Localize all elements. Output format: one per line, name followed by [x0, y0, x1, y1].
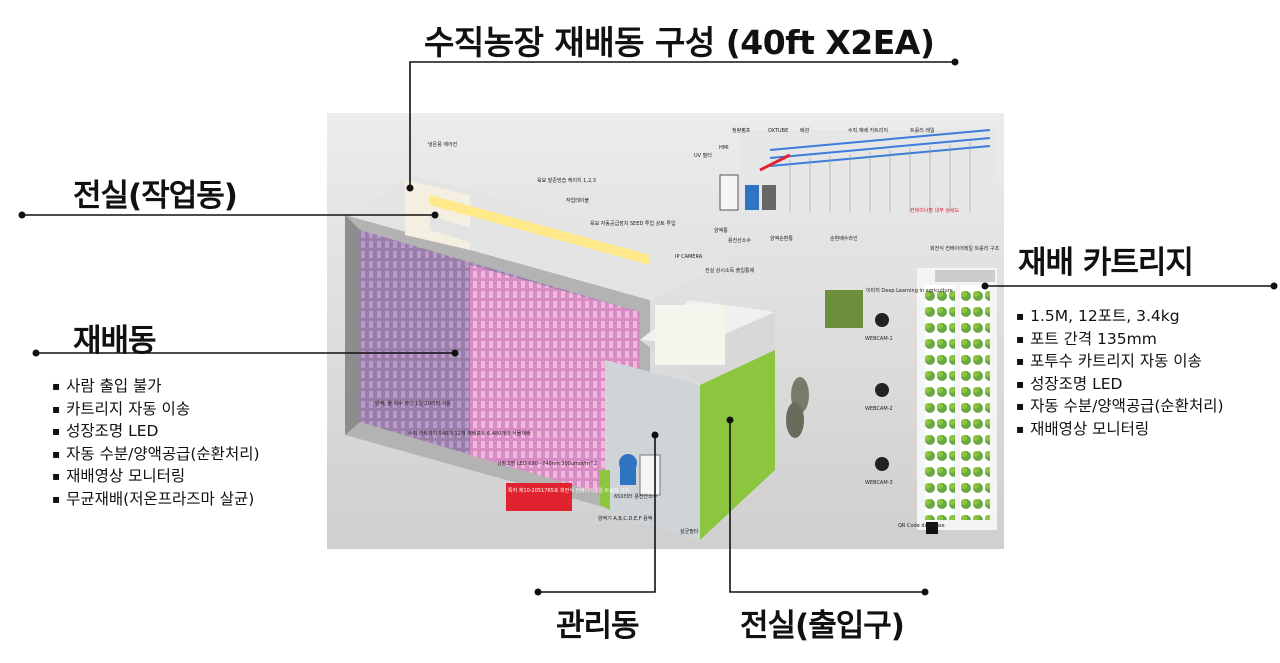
label-uv: UV 필터: [694, 152, 712, 159]
label-nutrient-circ: 양액순환통: [770, 235, 793, 242]
label-webcam1: WEBCAM-1: [865, 336, 893, 342]
label-qr: QR Code database: [898, 523, 945, 529]
label-water: 650리터 용전산소수: [614, 493, 658, 500]
list-item: 성장조명 LED: [52, 421, 260, 444]
label-nutrient-bottle: 양액통: [714, 227, 728, 234]
label-nutrient-tank: 양액기 A,B,C,D,E,F 용액: [598, 515, 653, 522]
webcam-1-icon: [875, 313, 889, 327]
label-disinfection: 전실 상시소독 출입통제: [705, 267, 755, 274]
label-seed-supply: 육묘 자동공급장치 SEED 투입 상토 투입: [590, 220, 676, 227]
label-webcam2: WEBCAM-2: [865, 406, 893, 412]
label-vertical-cartridge: 수직 재배 카트리지: [848, 127, 888, 134]
list-item: 포투수 카트리지 자동 이송: [1016, 351, 1224, 374]
label-worktable: 작업테이블: [566, 197, 589, 204]
label-webcam3: WEBCAM-3: [865, 480, 893, 486]
list-item: 사람 출입 불가: [52, 376, 260, 399]
cartridge-column: [917, 268, 997, 530]
list-item: 포트 간격 135mm: [1016, 329, 1224, 352]
label-cartridge: 재배 카트리지: [1018, 245, 1194, 281]
callout-lines: [22, 61, 1274, 593]
ai-leaf-image: [825, 290, 863, 328]
equipment-schematic: [719, 129, 995, 220]
label-rotating-conveyor: 회전식 컨베이어레일 트롤리 구조: [930, 245, 1000, 252]
list-item: 카트리지 자동 이송: [52, 399, 260, 422]
webcam-3-icon: [875, 457, 889, 471]
label-sterilizer: 살균필터: [680, 528, 698, 535]
list-item: 무균재배(저온프라즈마 살균): [52, 489, 260, 512]
list-item: 자동 수분/양액공급(순환처리): [1016, 396, 1223, 419]
list-item: 재배영상 모니터링: [1016, 419, 1224, 442]
webcam-2-icon: [875, 383, 889, 397]
label-oxygen-water: 용전산소수: [728, 237, 751, 244]
label-aircon: 냉온풍 에어컨: [428, 141, 458, 148]
label-container-detail: 컨테이너팜 내부 상세도: [910, 207, 960, 214]
label-oxtube: OXTUBE: [768, 128, 788, 134]
label-cartridge-count: 수직 카트리지 540개 12개 재배포트 6,480개의 식물재배: [408, 430, 531, 437]
callout-dots: [18, 58, 1278, 596]
label-hmi: HMI: [719, 145, 729, 151]
cartridge-feature-list: 1.5M, 12포트, 3.4kg 포트 간격 135mm 포투수 카트리지 자…: [1016, 306, 1224, 442]
label-trolley-rail: 트롤리 레일: [910, 127, 935, 134]
patent-box: [506, 483, 572, 511]
qr-code-icon: [926, 522, 938, 534]
label-jeonsil-work: 전실(작업동): [73, 178, 238, 214]
label-led-spec: 성장조명 LED 680~740nm 300umol/m^2: [497, 460, 597, 467]
list-item: 성장조명 LED: [1016, 374, 1224, 397]
label-seedling: 육묘 발준방습 케이지 1,2,3: [537, 177, 596, 184]
container-management: [600, 300, 775, 540]
label-patent: 특허 제10-2051765호 회전식 컨베이어레일 트롤리 구조: [508, 487, 630, 494]
list-item: 재배영상 모니터링: [52, 466, 260, 489]
container-cultivation: [345, 175, 730, 520]
label-pipe: 배관: [800, 127, 810, 134]
label-gwanridong: 관리동: [556, 608, 640, 644]
label-nutrient-line: 양액, 물 회수 라인 1일 20리터 사용: [375, 400, 451, 407]
list-item: 1.5M, 12포트, 3.4kg: [1016, 306, 1224, 329]
label-ai-image: 이미지 Deep Learning in agriculture: [866, 287, 953, 294]
label-jaebaedong: 재배동: [73, 323, 157, 359]
list-item: 자동 수분/양액공급(순환처리): [52, 444, 259, 467]
label-pump: 정량펌프: [732, 127, 751, 134]
jaebaedong-feature-list: 사람 출입 불가 카트리지 자동 이송 성장조명 LED 자동 수분/양액공급(…: [52, 376, 260, 512]
person-figure: [786, 402, 804, 438]
page-title: 수직농장 재배동 구성 (40ft X2EA): [424, 23, 935, 62]
label-jeonsil-entry: 전실(출입구): [740, 608, 905, 644]
label-circ-line: 순환배수라인: [830, 235, 858, 242]
label-ip-camera: IP CAMERA: [675, 254, 703, 260]
